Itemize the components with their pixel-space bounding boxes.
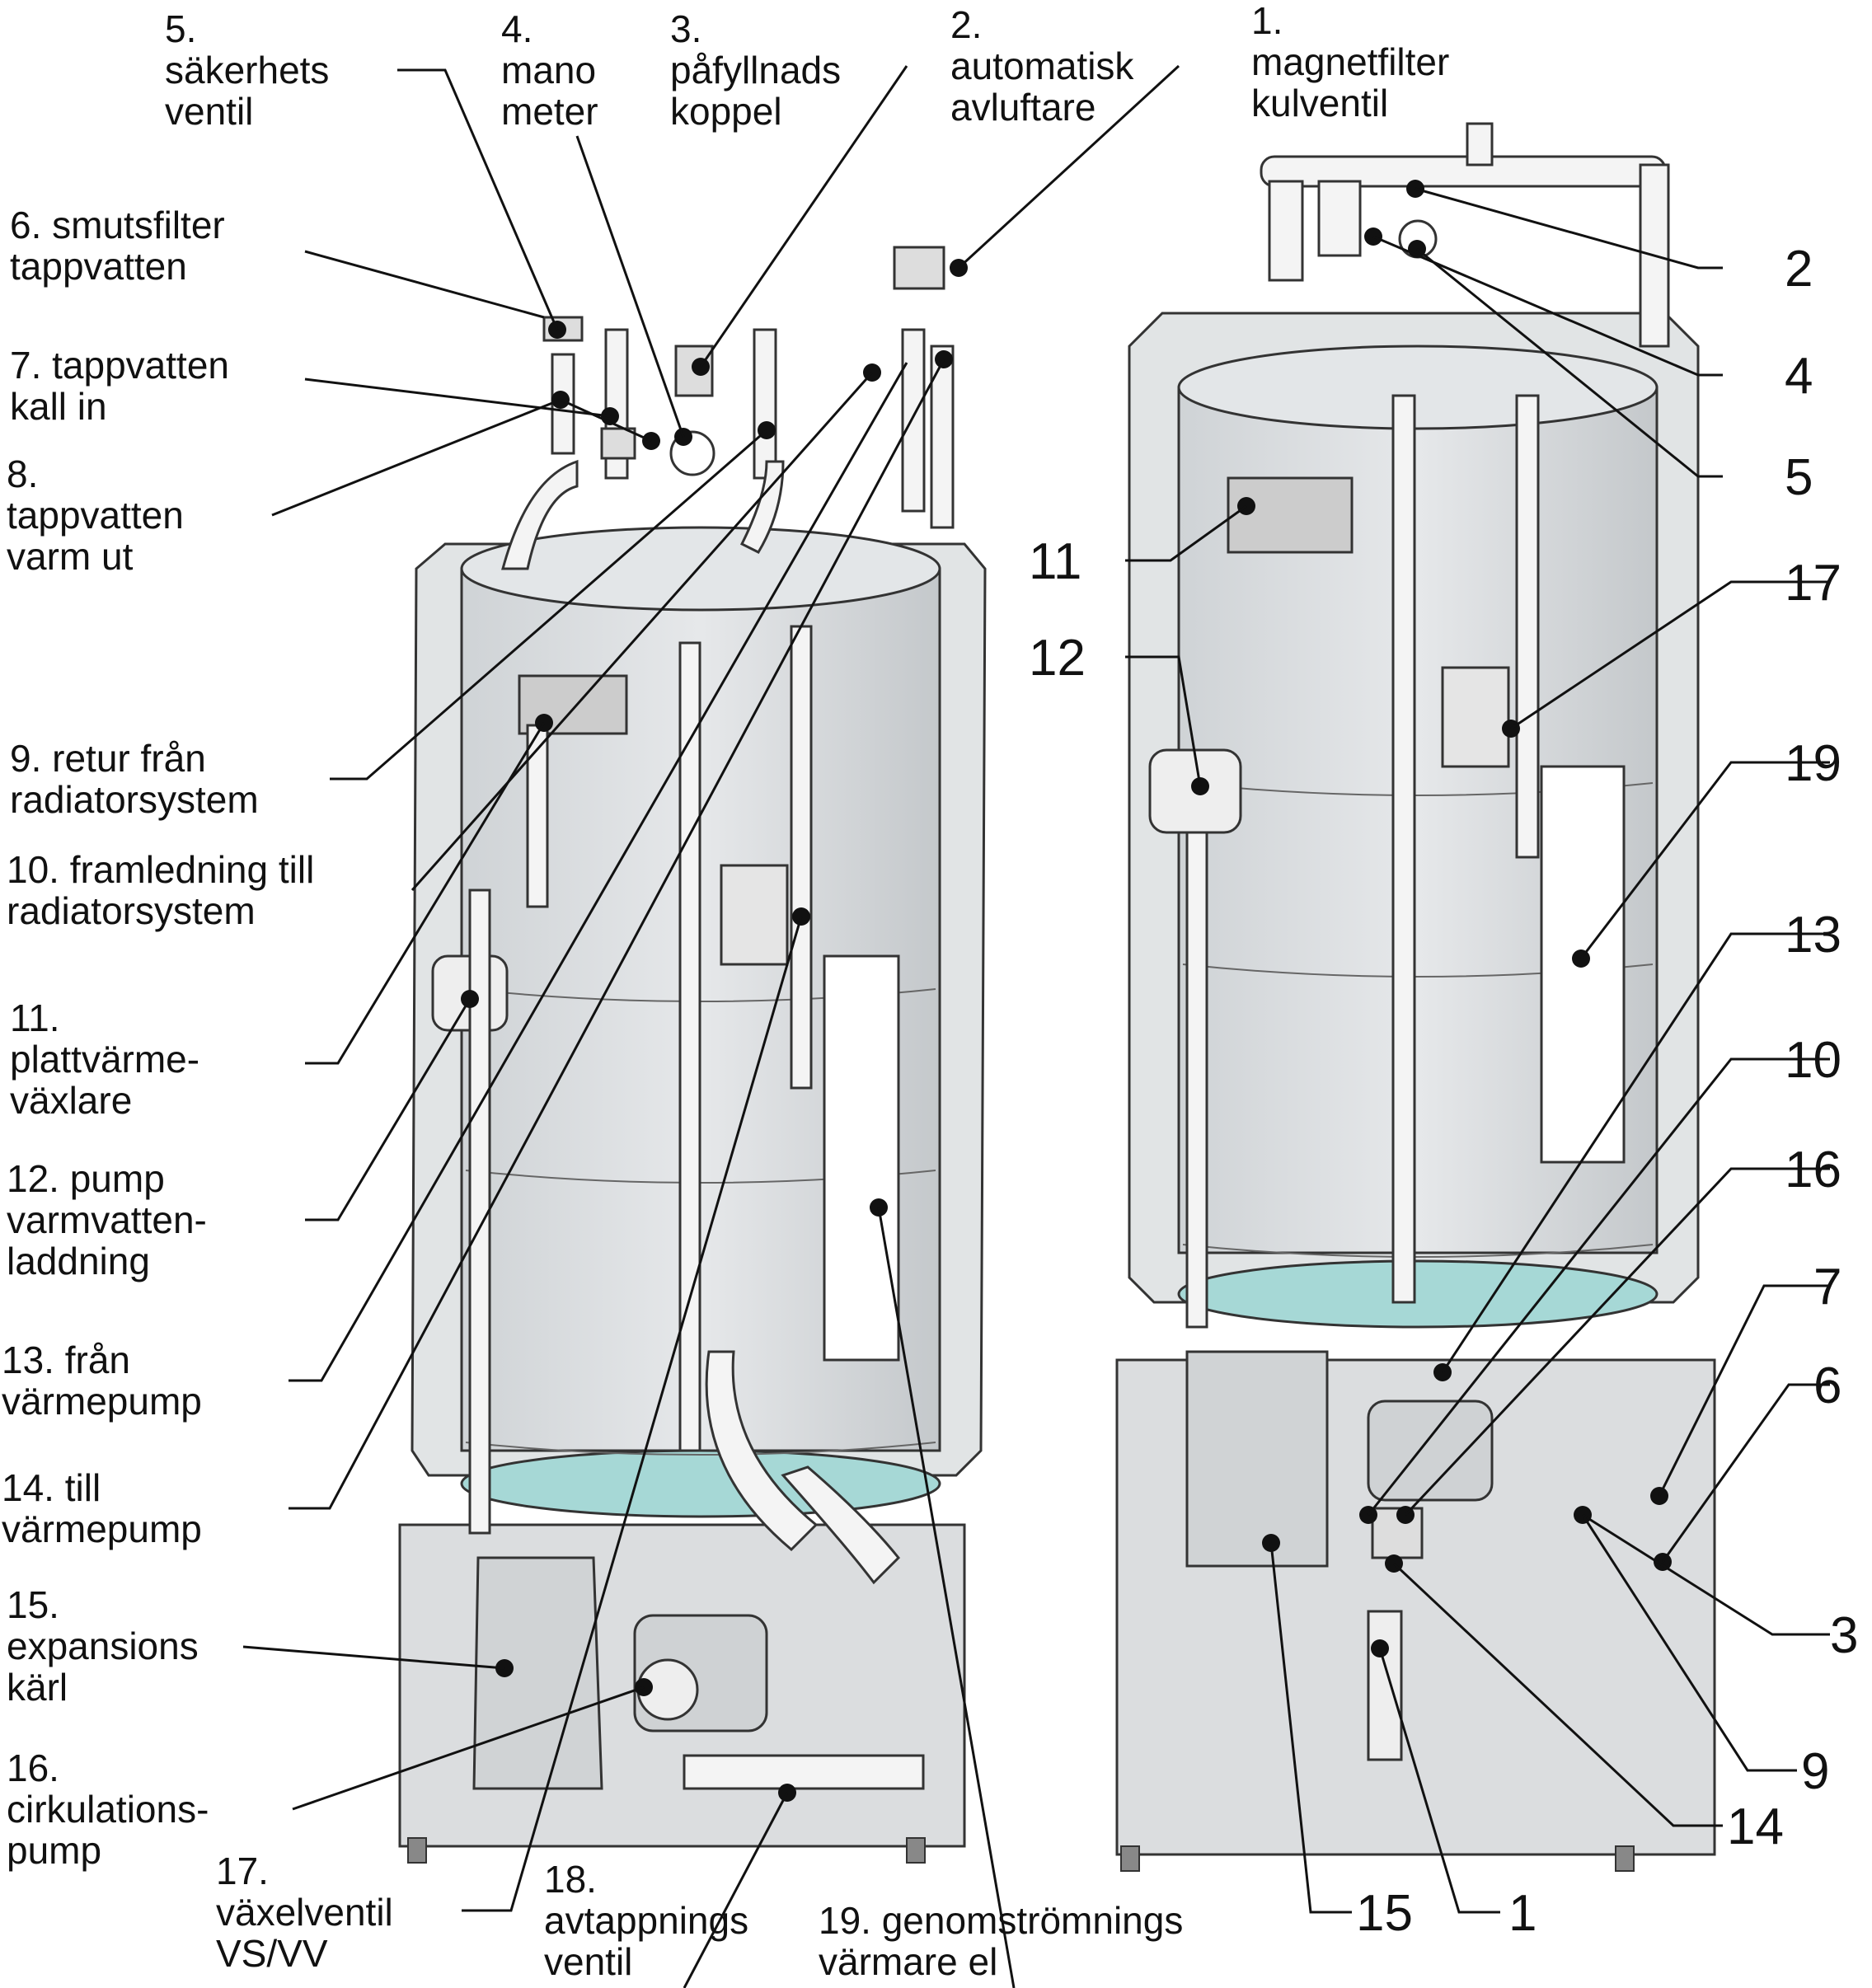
left-foot-2 <box>906 1837 926 1864</box>
leader-18 <box>683 1792 789 1988</box>
leader-3 <box>699 65 908 368</box>
label-11: 11.plattvärme-växlare <box>10 996 200 1122</box>
right-foot-2 <box>1615 1845 1635 1872</box>
leader-n14 <box>1392 1562 1723 1827</box>
leader-lines <box>242 64 1830 1988</box>
callout-number-14: 14 <box>1727 1798 1784 1855</box>
callout-number-19: 19 <box>1785 735 1842 792</box>
leader-n13 <box>1441 932 1830 1373</box>
label-16: 16.cirkulations-pump <box>7 1747 209 1872</box>
callout-number-3: 3 <box>1830 1607 1859 1664</box>
leader-n7 <box>1658 1284 1830 1497</box>
leader-16 <box>292 1686 645 1811</box>
leader-4 <box>575 135 685 438</box>
leader-19 <box>877 1207 1016 1988</box>
callout-number-16: 16 <box>1785 1142 1842 1198</box>
leader-9 <box>330 429 767 781</box>
right-plate-heat-exchanger <box>1227 476 1354 554</box>
right-vertical-pipes <box>1185 394 1540 1329</box>
leader-n2 <box>1415 187 1723 270</box>
leader-15 <box>242 1645 505 1670</box>
leader-11 <box>305 722 546 1065</box>
callout-number-13: 13 <box>1785 907 1842 964</box>
leader-14 <box>289 359 945 1510</box>
leader-n12 <box>1125 655 1202 787</box>
leader-12 <box>305 998 472 1221</box>
leader-17 <box>462 916 803 1912</box>
right-ball-valve <box>1367 1610 1403 1761</box>
callout-number-7: 7 <box>1813 1259 1842 1315</box>
right-foot-1 <box>1120 1845 1140 1872</box>
leader-n9 <box>1581 1514 1797 1772</box>
left-heater-19 <box>823 954 900 1362</box>
callout-number-17: 17 <box>1785 555 1842 612</box>
right-tank-bottom <box>1177 1259 1659 1329</box>
left-drain-pipe <box>683 1754 925 1790</box>
leader-n16 <box>1404 1167 1830 1517</box>
leader-n15 <box>1269 1542 1352 1914</box>
leader-10 <box>411 372 874 891</box>
leader-2 <box>957 64 1180 270</box>
callout-number-10: 10 <box>1785 1032 1842 1089</box>
callout-number-1: 1 <box>1508 1885 1537 1942</box>
callout-number-4: 4 <box>1785 348 1813 405</box>
leader-n4 <box>1372 235 1723 377</box>
right-valve-actuator-17 <box>1441 666 1510 768</box>
callout-number-15: 15 <box>1356 1885 1413 1942</box>
leader-8 <box>271 398 652 517</box>
leader-7 <box>304 377 611 418</box>
callout-number-12: 12 <box>1029 630 1086 687</box>
leader-5 <box>397 68 559 331</box>
right-circulation-pump-16 <box>1367 1400 1494 1502</box>
leader-n3 <box>1582 1513 1830 1636</box>
leader-n5 <box>1416 247 1723 478</box>
left-tank-bottom <box>460 1449 941 1518</box>
left-valve-actuator-17 <box>720 864 789 966</box>
callout-number-11: 11 <box>1029 533 1082 590</box>
right-expansion-vessel <box>1185 1350 1329 1568</box>
leader-6 <box>304 250 545 319</box>
leader-n6 <box>1661 1383 1830 1563</box>
left-top-valves <box>542 246 945 460</box>
right-top-manifold <box>1260 122 1670 348</box>
leader-n11 <box>1125 504 1247 562</box>
leader-n17 <box>1510 580 1830 730</box>
callout-number-9: 9 <box>1801 1743 1830 1800</box>
callout-number-2: 2 <box>1785 241 1813 298</box>
right-unit <box>1115 122 1716 1872</box>
left-expansion-vessel <box>472 1556 603 1790</box>
left-unit <box>398 246 987 1864</box>
callout-number-6: 6 <box>1813 1357 1842 1414</box>
left-foot-1 <box>407 1837 427 1864</box>
leader-13 <box>289 362 908 1382</box>
leader-n1 <box>1378 1648 1500 1914</box>
right-tank-top <box>1177 345 1659 430</box>
leader-n10 <box>1367 1057 1830 1516</box>
callout-number-5: 5 <box>1785 449 1813 506</box>
leader-n19 <box>1579 761 1830 959</box>
